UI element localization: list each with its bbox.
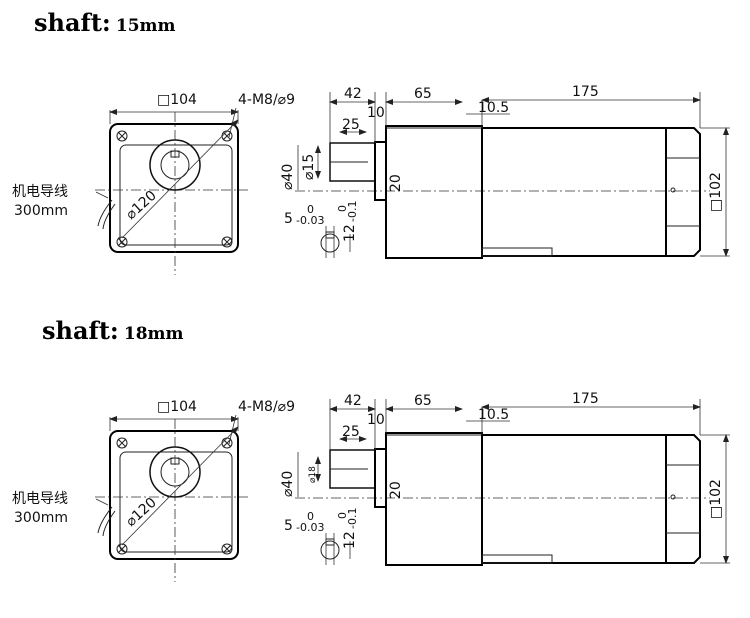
dim-175: 175 bbox=[572, 391, 599, 407]
key-width-tol-bottom: -0.03 bbox=[296, 521, 324, 534]
shaft-label: shaft: bbox=[42, 316, 119, 345]
wire-label: 机电导线 bbox=[12, 491, 68, 507]
key-depth-tol-top: 0 bbox=[336, 512, 349, 519]
flange-outline bbox=[109, 123, 239, 253]
dim-175: 175 bbox=[572, 84, 599, 100]
dim-10: 10 bbox=[367, 105, 385, 121]
dim-65: 65 bbox=[414, 393, 432, 409]
motor-wire bbox=[97, 199, 113, 227]
wire-length-label: 300mm bbox=[14, 203, 68, 219]
dim-dia-shaft: ⌀18 bbox=[308, 466, 318, 483]
dim-65: 65 bbox=[414, 86, 432, 102]
dim-10-5: 10.5 bbox=[478, 100, 509, 116]
end-cap bbox=[665, 127, 701, 257]
motor-drawing-15mm: □104 4-M8/⌀9 ⌀120 机电导线 300mm bbox=[12, 84, 730, 275]
key-depth: 12 bbox=[342, 224, 358, 242]
key-width-tol-bottom: -0.03 bbox=[296, 214, 324, 227]
mounting-holes bbox=[116, 130, 233, 248]
side-view: 42 25 10 65 10.5 175 ⌀40 ⌀18 20 5 0 -0.0… bbox=[280, 391, 730, 566]
key-section bbox=[320, 540, 340, 560]
key-depth-tol-bottom: -0.1 bbox=[346, 201, 359, 222]
holes-label: 4-M8/⌀9 bbox=[238, 92, 295, 108]
dim-dia-40: ⌀40 bbox=[280, 164, 296, 190]
shaft-size: 15mm bbox=[115, 16, 176, 36]
dim-20: 20 bbox=[388, 174, 404, 192]
wire-length-label: 300mm bbox=[14, 510, 68, 526]
end-cap bbox=[665, 434, 701, 564]
key-depth-tol-top: 0 bbox=[336, 205, 349, 212]
key-width-tol-top: 0 bbox=[307, 203, 314, 216]
body-square-label: □102 bbox=[708, 479, 724, 519]
flange-size-label: □104 bbox=[157, 399, 197, 415]
dim-25: 25 bbox=[342, 117, 360, 133]
shaft-hub bbox=[149, 139, 201, 191]
dim-10: 10 bbox=[367, 412, 385, 428]
dim-42: 42 bbox=[344, 393, 362, 409]
mounting-holes bbox=[116, 437, 233, 555]
dim-25: 25 bbox=[342, 424, 360, 440]
motor-body bbox=[481, 127, 667, 257]
dim-10-5: 10.5 bbox=[478, 407, 509, 423]
key-depth: 12 bbox=[342, 531, 358, 549]
flange-outline bbox=[109, 430, 239, 560]
dim-20: 20 bbox=[388, 481, 404, 499]
key-depth-tol-bottom: -0.1 bbox=[346, 508, 359, 529]
key-width: 5 bbox=[284, 211, 293, 227]
flange-size-label: □104 bbox=[157, 92, 197, 108]
motor-base-tab bbox=[481, 554, 553, 564]
side-view: 42 25 10 65 10.5 175 ⌀40 ⌀15 20 5 0 -0.0… bbox=[280, 84, 730, 259]
dim-42: 42 bbox=[344, 86, 362, 102]
section-heading-15mm: shaft: 15mm bbox=[34, 8, 176, 37]
motor-body bbox=[481, 434, 667, 564]
motor-base-tab bbox=[481, 247, 553, 257]
front-view: □104 4-M8/⌀9 ⌀120 机电导线 300mm bbox=[12, 92, 295, 275]
key-width-tol-top: 0 bbox=[307, 510, 314, 523]
front-view: □104 4-M8/⌀9 ⌀120 机电导线 300mm bbox=[12, 399, 295, 582]
section-heading-18mm: shaft: 18mm bbox=[42, 316, 184, 345]
body-square-label: □102 bbox=[708, 172, 724, 212]
holes-label: 4-M8/⌀9 bbox=[238, 399, 295, 415]
shaft-size: 18mm bbox=[123, 324, 184, 344]
wire-label: 机电导线 bbox=[12, 184, 68, 200]
dim-dia-40: ⌀40 bbox=[280, 471, 296, 497]
key-width: 5 bbox=[284, 518, 293, 534]
shaft-label: shaft: bbox=[34, 8, 111, 37]
key-section bbox=[320, 233, 340, 253]
motor-wire bbox=[97, 506, 113, 534]
motor-drawing-18mm: □104 4-M8/⌀9 ⌀120 机电导线 300mm 42 25 10 65 bbox=[12, 391, 730, 582]
shaft-hub bbox=[149, 446, 201, 498]
dim-dia-shaft: ⌀15 bbox=[301, 154, 317, 180]
